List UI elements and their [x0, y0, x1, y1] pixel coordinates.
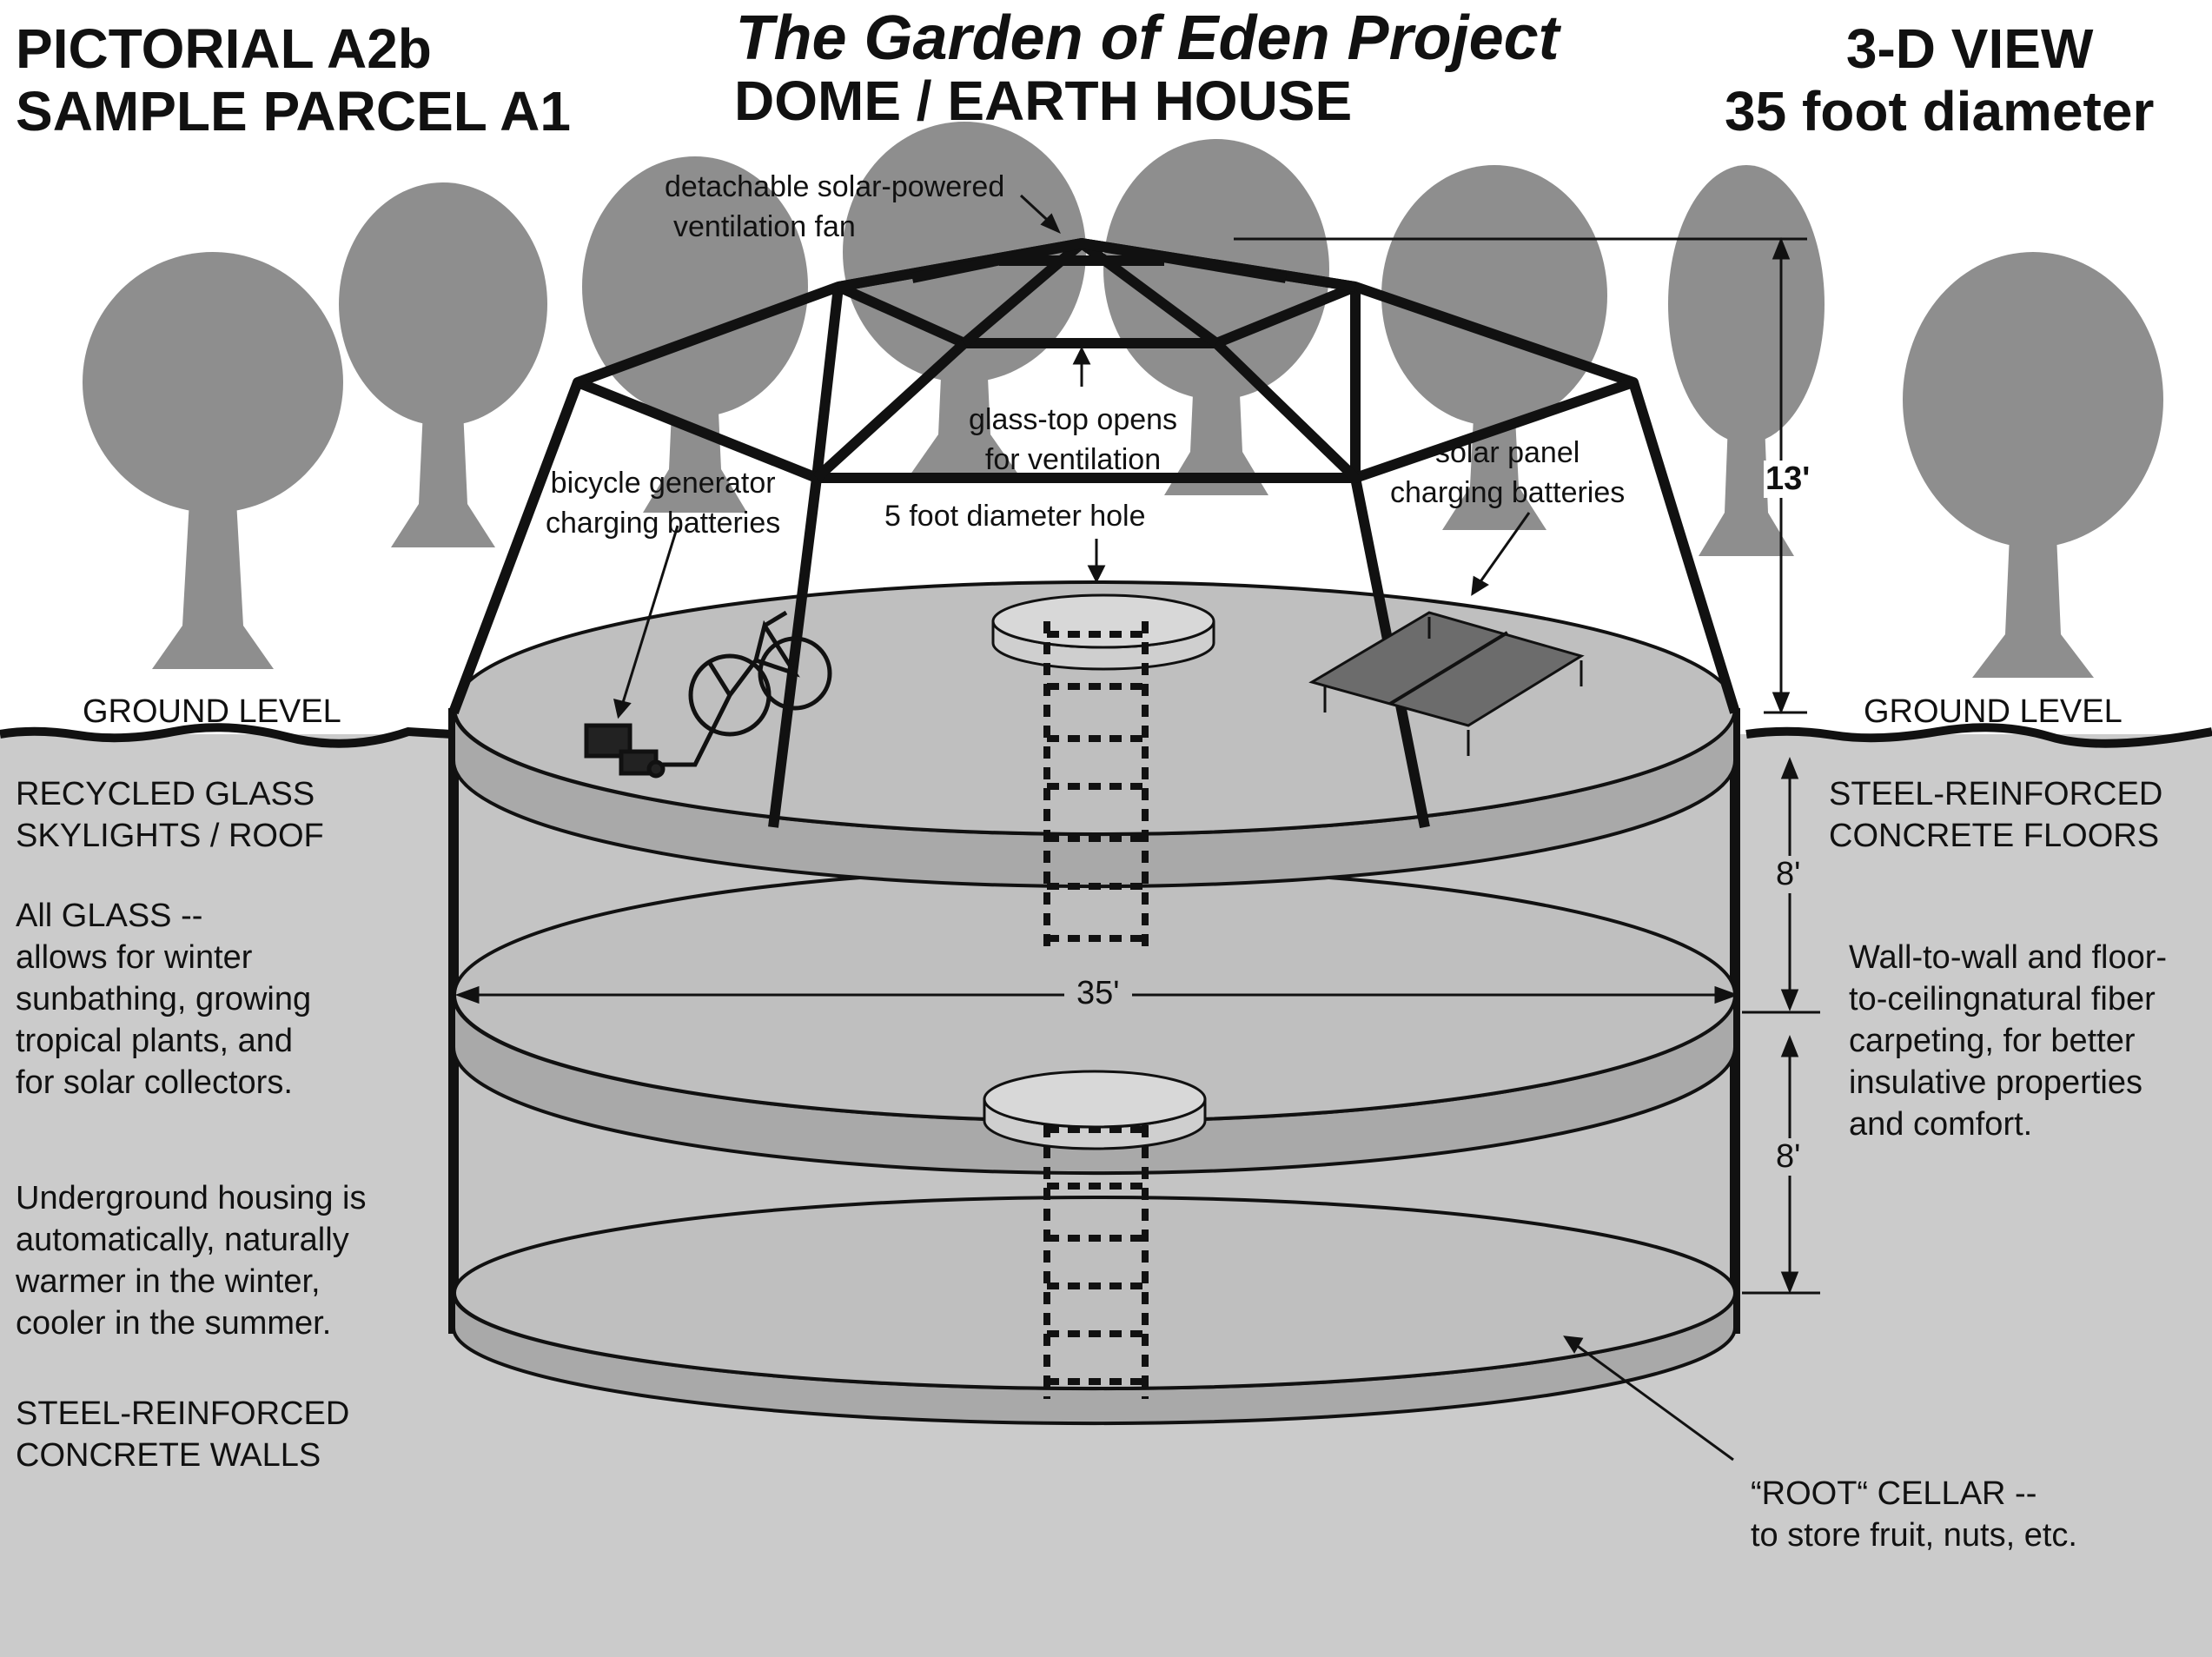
ladders: [1043, 621, 1149, 1399]
carpeting-label: Wall-to-wall and floor- to-ceilingnatura…: [1849, 939, 2168, 1143]
underground-label: Underground housing is automatically, na…: [16, 1180, 367, 1342]
glass-top-label: glass-top opens for ventilation: [969, 403, 1178, 476]
height-dome-dimension: 13': [1764, 461, 1812, 498]
tree-icon: [582, 156, 808, 513]
solar-panel-label: solar panel charging batteries: [1390, 436, 1626, 509]
vent-fan-label: detachable solar-powered ventilation fan: [665, 170, 1005, 243]
ground-line: [0, 723, 2212, 748]
page-title: The Garden of Eden Project: [735, 3, 1560, 73]
header-right: 3-D VIEW 35 foot diameter: [1725, 17, 2154, 143]
ground-level-left: GROUND LEVEL: [83, 693, 341, 730]
tree-icon: [83, 252, 343, 669]
page-subtitle: DOME / EARTH HOUSE: [734, 70, 1353, 132]
bicycle-label: bicycle generator charging batteries: [546, 467, 781, 540]
walls-label: STEEL-REINFORCED CONCRETE WALLS: [16, 1395, 350, 1474]
solar-panel-icon: [1308, 611, 1585, 756]
lower-floor-dimension: 8': [1776, 1138, 1801, 1176]
header-center: The Garden of Eden Project DOME / EARTH …: [734, 7, 1560, 132]
tree-icon: [339, 182, 547, 547]
hole-label: 5 foot diameter hole: [884, 500, 1146, 533]
upper-floor-dimension: 8': [1776, 856, 1801, 893]
floors-label: STEEL-REINFORCED CONCRETE FLOORS: [1829, 776, 2163, 854]
annotation-arrows: [613, 194, 1734, 1461]
tree-icon: [1903, 252, 2163, 678]
skylights-label: RECYCLED GLASS SKYLIGHTS / ROOF: [16, 776, 324, 854]
floor-cellar: [452, 1196, 1737, 1426]
tree-icon: [1668, 165, 1825, 556]
view-label: 3-D VIEW: [1845, 17, 2094, 80]
pictorial-label: PICTORIAL A2b: [16, 17, 432, 80]
all-glass-label: All GLASS -- allows for winter sunbathin…: [16, 898, 312, 1101]
diameter-label: 35 foot diameter: [1725, 80, 2155, 143]
root-cellar-label: “ROOT“ CELLAR -- to store fruit, nuts, e…: [1751, 1475, 2077, 1554]
bicycle-generator-icon: [584, 610, 832, 779]
dome-frame: [448, 238, 1740, 829]
ground-level-right: GROUND LEVEL: [1864, 693, 2123, 730]
tree-icon: [1381, 165, 1607, 530]
diameter-dimension: 35': [1064, 975, 1132, 1012]
header-left: PICTORIAL A2b SAMPLE PARCEL A1: [16, 17, 571, 143]
parcel-label: SAMPLE PARCEL A1: [16, 80, 571, 143]
